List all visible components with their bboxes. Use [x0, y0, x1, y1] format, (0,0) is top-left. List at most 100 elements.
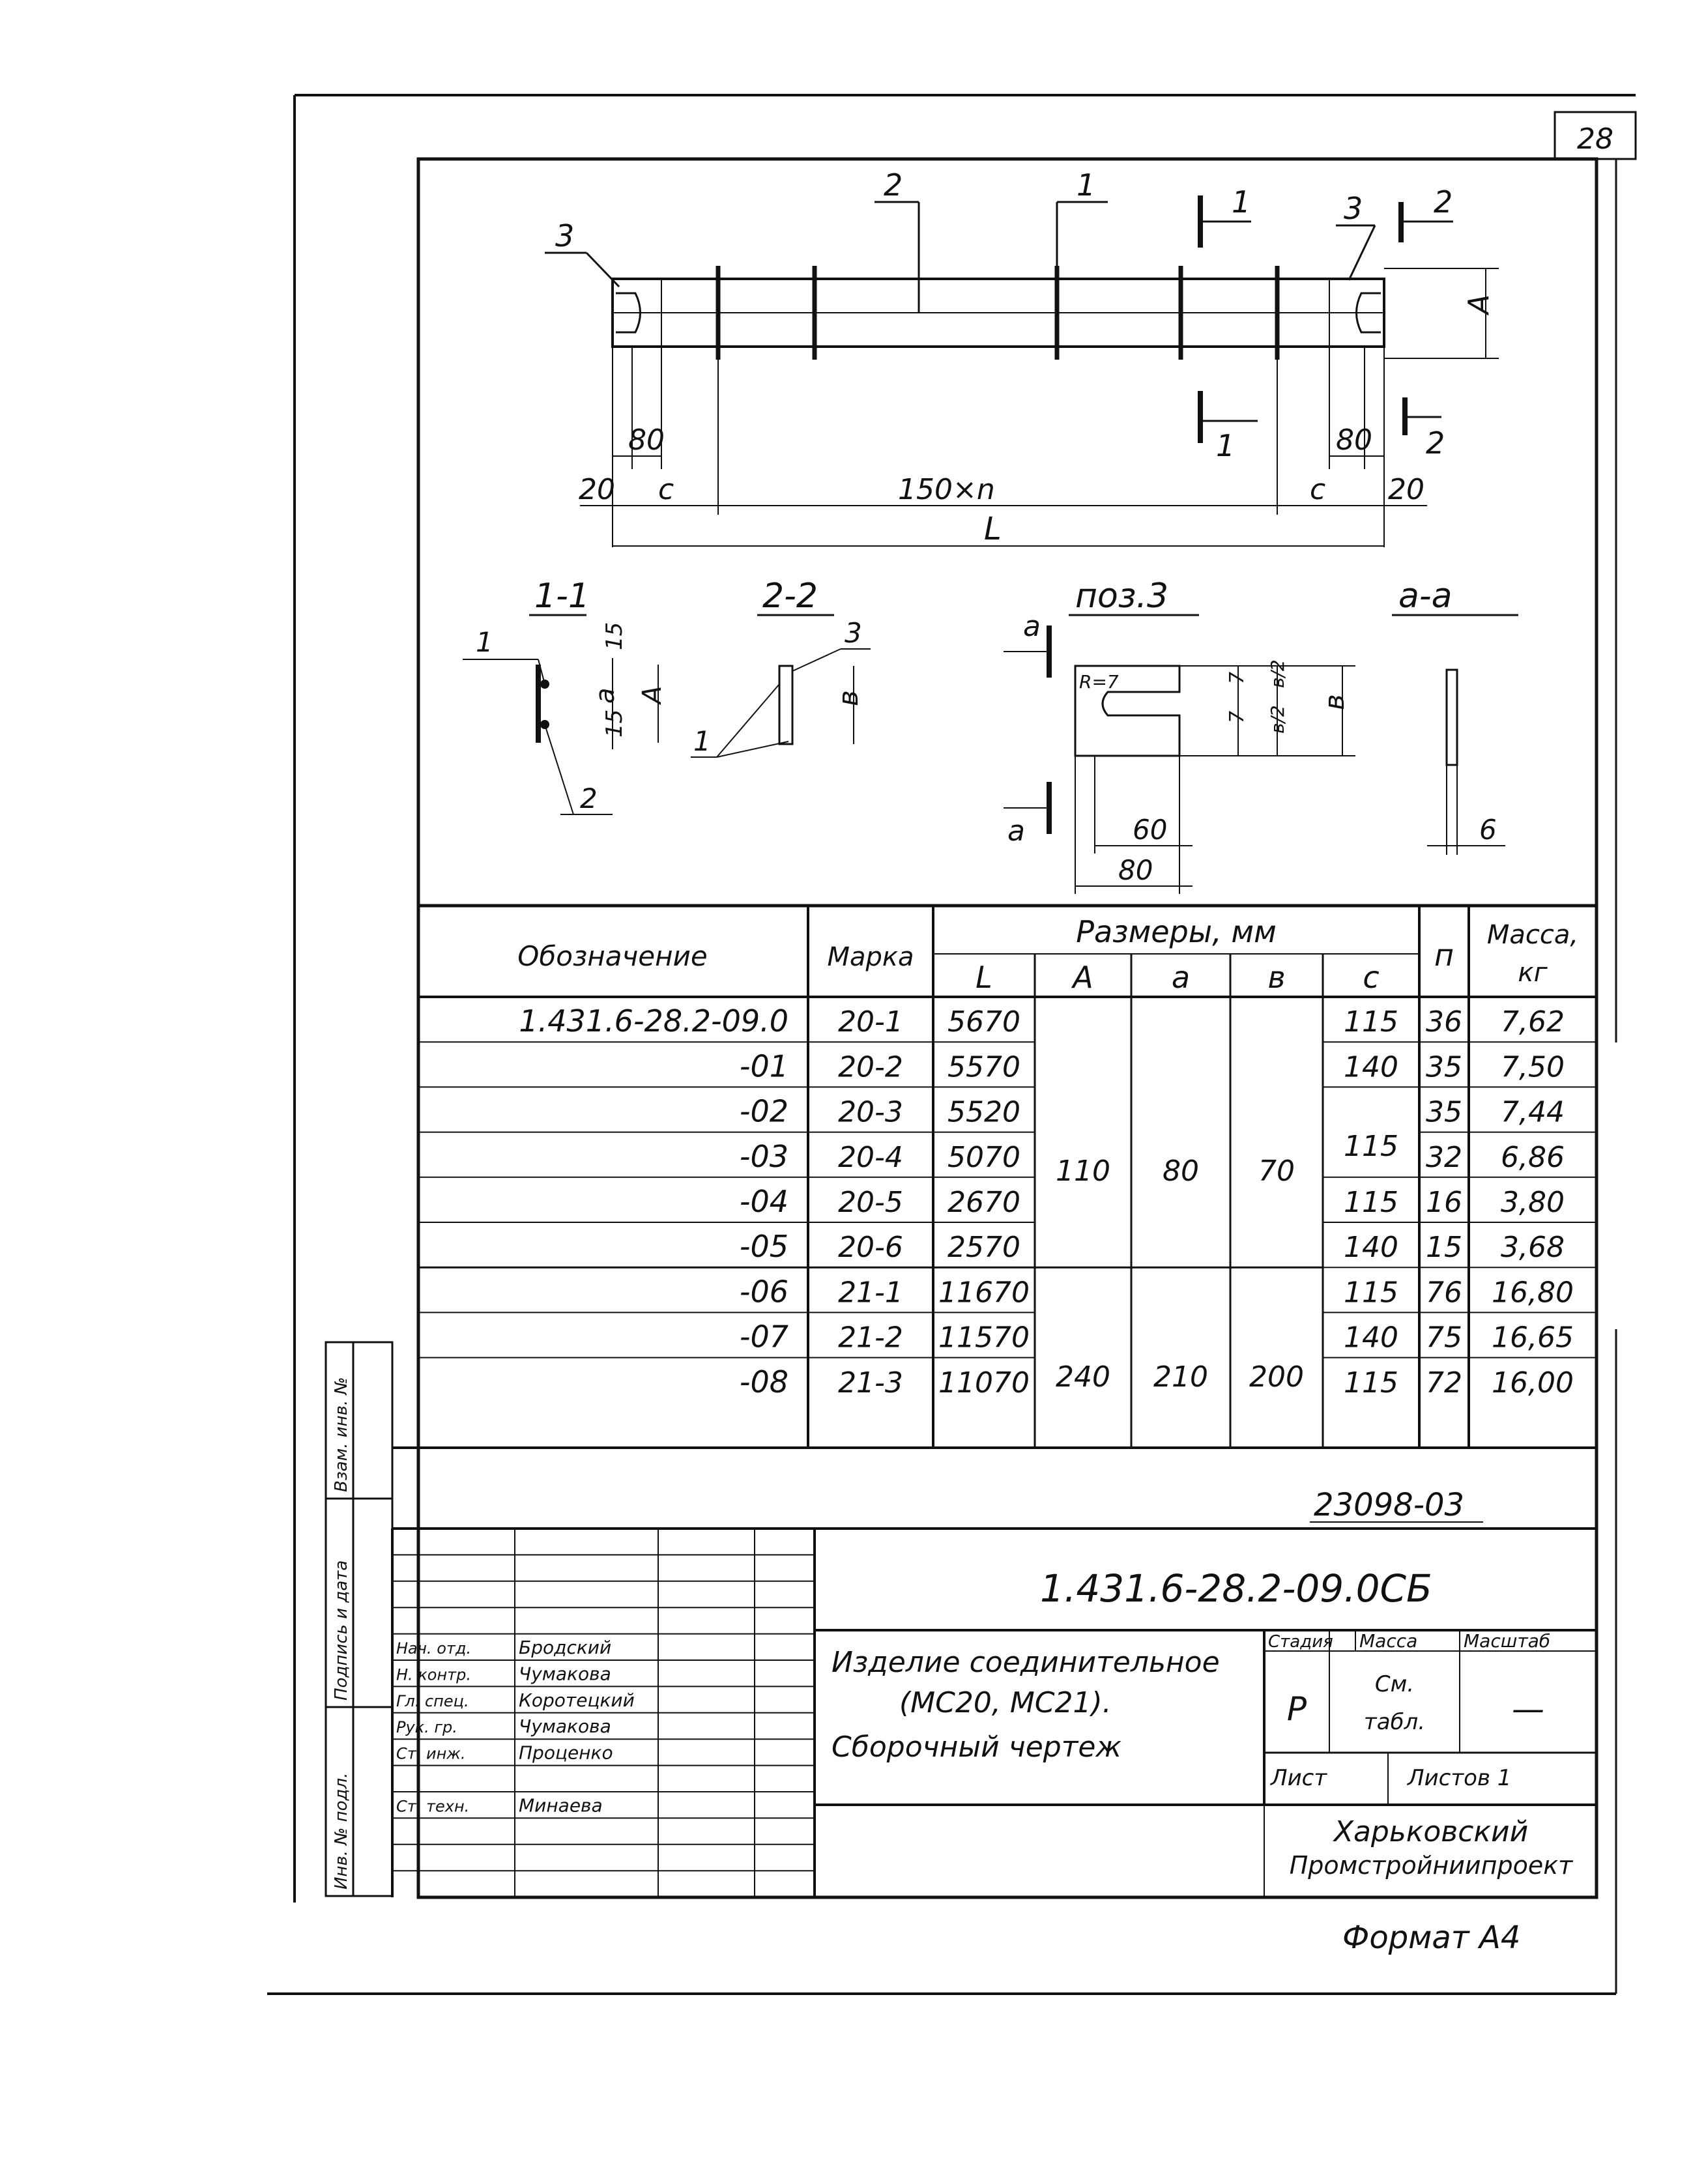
table-cell-n: 76: [1426, 1276, 1462, 1309]
table-cell-mark: 20-5: [838, 1186, 903, 1219]
dim-A: A: [1462, 295, 1496, 316]
table-cell-L: 5070: [947, 1141, 1020, 1174]
dim-20-right: 20: [1388, 473, 1424, 506]
table-cell-L: 5670: [947, 1005, 1020, 1039]
table-cell-c: 140: [1344, 1050, 1398, 1084]
poz3-dim-7-top: 7: [1226, 672, 1249, 684]
dim-80-right: 80: [1336, 424, 1372, 457]
table-cell-mark: 20-4: [838, 1141, 903, 1174]
title-line-1: Изделие соединительное: [831, 1646, 1220, 1679]
page-number: 28: [1577, 122, 1613, 156]
signature-role: Нач. отд.: [396, 1639, 471, 1658]
signature-name: Коротецкий: [519, 1689, 635, 1711]
stage-value: Р: [1287, 1690, 1307, 1728]
cell-b-group-2: 200: [1249, 1360, 1304, 1394]
table-cell-c: 115: [1344, 1005, 1398, 1039]
sec11-pos-2: 2: [580, 783, 598, 814]
secaa-dim-6: 6: [1479, 814, 1497, 846]
sheet-label: Лист: [1269, 1765, 1327, 1791]
table-cell-mass: 7,62: [1501, 1005, 1565, 1039]
table-cell-designation: -05: [740, 1229, 788, 1264]
table-cell-L: 5520: [947, 1096, 1020, 1129]
signature-role: Ст. техн.: [396, 1797, 469, 1815]
signature-name: Минаева: [519, 1794, 603, 1816]
pos-label-3-right: 3: [1344, 191, 1363, 226]
table-cell-L: 2670: [947, 1186, 1020, 1219]
table-cell-n: 16: [1426, 1186, 1462, 1219]
table-cell-mark: 20-1: [838, 1005, 903, 1039]
view-title-a-a: а-а: [1398, 577, 1453, 616]
table-cell-L: 11670: [938, 1276, 1030, 1309]
poz3-mark-a-bottom: а: [1007, 814, 1025, 848]
signature-role: Рук. гр.: [396, 1718, 457, 1736]
cell-a-group-2: 210: [1153, 1360, 1208, 1394]
title-line-2: (МС20, МС21).: [899, 1686, 1112, 1719]
dim-20-left: 20: [579, 473, 615, 506]
mass-label: Масса: [1359, 1630, 1417, 1652]
table-cell-mark: 21-2: [838, 1321, 903, 1355]
table-cell-designation: -07: [740, 1319, 788, 1355]
table-cell-mark: 20-3: [838, 1096, 903, 1129]
cell-a-group-1: 80: [1163, 1155, 1199, 1188]
main-view: 2 1 3 3 1 1 2 2 A: [545, 167, 1499, 547]
header-b: в: [1267, 960, 1285, 995]
spec-table: Обозначение Марка Размеры, мм L A а в с …: [418, 904, 1597, 1448]
table-cell-c: 115: [1344, 1366, 1398, 1400]
table-cell-mass: 16,80: [1492, 1276, 1574, 1309]
table-cell-mark: 21-1: [838, 1276, 903, 1309]
section-a-a: а-а 6: [1392, 577, 1518, 855]
header-mass-unit: кг: [1518, 958, 1548, 988]
doc-code: 1.431.6-28.2-09.0СБ: [1040, 1566, 1432, 1611]
table-cell-designation: -01: [740, 1048, 788, 1084]
header-designation: Обозначение: [517, 940, 707, 972]
poz3-dim-b: в: [1318, 694, 1350, 710]
table-cell-mass: 3,68: [1501, 1231, 1565, 1264]
table-cell-L: 5570: [947, 1050, 1020, 1084]
cell-c-rows-3-4: 115: [1344, 1130, 1398, 1163]
table-cell-mark: 20-2: [838, 1050, 903, 1084]
pos-label-3-left: 3: [555, 218, 574, 253]
scale-value: —: [1512, 1690, 1544, 1728]
poz3-dim-60: 60: [1133, 814, 1167, 846]
org-line-2: Промстройниипроект: [1290, 1851, 1574, 1880]
table-cell-L: 11070: [938, 1366, 1030, 1400]
table-cell-n: 72: [1426, 1366, 1462, 1400]
view-title-1-1: 1-1: [534, 577, 590, 616]
format-label: Формат А4: [1342, 1919, 1520, 1956]
table-cell-designation: -08: [740, 1364, 788, 1400]
table-cell-n: 15: [1426, 1231, 1462, 1264]
table-cell-mass: 16,00: [1492, 1366, 1574, 1400]
header-L: L: [976, 960, 992, 995]
org-line-1: Харьковский: [1333, 1815, 1528, 1848]
view-title-2-2: 2-2: [762, 577, 818, 616]
dim-80-left: 80: [628, 424, 665, 457]
table-cell-c: 140: [1344, 1321, 1398, 1355]
table-cell-designation: -03: [740, 1139, 788, 1174]
header-a: а: [1172, 960, 1190, 995]
table-cell-n: 35: [1426, 1096, 1462, 1129]
sec11-dim-15-top: 15: [601, 622, 628, 650]
header-sizes: Размеры, мм: [1076, 914, 1277, 949]
table-cell-designation: -02: [740, 1094, 788, 1129]
signature-role: Ст. инж.: [396, 1745, 466, 1763]
table-cell-mass: 3,80: [1501, 1186, 1565, 1219]
table-cell-designation: -06: [740, 1274, 788, 1309]
cell-b-group-1: 70: [1258, 1155, 1295, 1188]
poz3-mark-a-top: а: [1023, 610, 1041, 643]
header-mark: Марка: [827, 942, 914, 972]
dim-c-left: c: [658, 473, 674, 506]
table-cell-mass: 7,44: [1501, 1096, 1565, 1129]
cell-A-group-1: 110: [1056, 1155, 1110, 1188]
signature-name: Проценко: [519, 1742, 613, 1764]
header-n: п: [1434, 938, 1454, 973]
section-mark-1-top: 1: [1232, 184, 1251, 220]
section-mark-2-bottom: 2: [1426, 425, 1445, 461]
table-cell-mark: 21-3: [838, 1366, 903, 1400]
table-cell-designation: -04: [740, 1184, 788, 1219]
title-line-3: Сборочный чертеж: [831, 1731, 1121, 1764]
pos-label-2: 2: [884, 167, 903, 203]
table-cell-c: 115: [1344, 1276, 1398, 1309]
sheet-frame: 28: [267, 94, 1637, 1995]
